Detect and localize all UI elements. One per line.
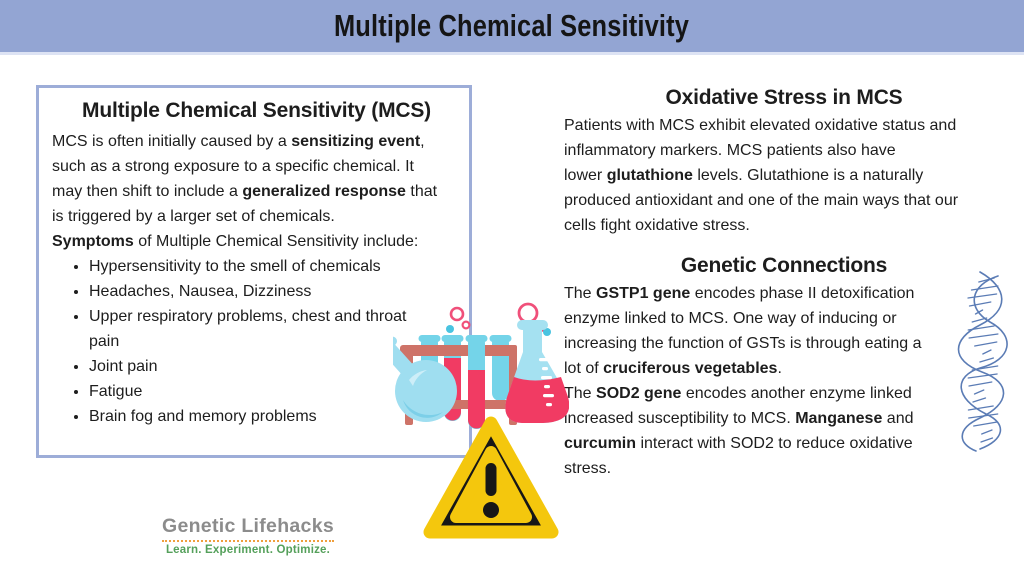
genetic-lifehacks-logo: Genetic Lifehacks Learn. Experiment. Opt… <box>160 515 336 556</box>
page-title: Multiple Chemical Sensitivity <box>334 8 690 43</box>
erlenmeyer-flask <box>505 320 569 423</box>
test-tube-front <box>465 335 488 429</box>
right-column: Oxidative Stress in MCS Patients with MC… <box>564 86 1004 481</box>
mcs-overview-box: Multiple Chemical Sensitivity (MCS) MCS … <box>36 85 472 458</box>
oxidative-heading: Oxidative Stress in MCS <box>665 86 903 109</box>
symptoms-list: Hypersensitivity to the smell of chemica… <box>52 254 461 429</box>
exclamation-mark <box>483 463 499 518</box>
list-item: Fatigue <box>89 379 461 404</box>
mcs-intro-paragraph: MCS is often initially caused by a sensi… <box>52 133 438 225</box>
list-item: Joint pain <box>89 354 461 379</box>
genetic-paragraph-1: The GSTP1 gene encodes phase II detoxifi… <box>564 285 922 377</box>
logo-name: Genetic Lifehacks <box>161 515 334 542</box>
list-item: Hypersensitivity to the smell of chemica… <box>89 254 461 279</box>
mcs-box-heading: Multiple Chemical Sensitivity (MCS) <box>82 99 431 122</box>
list-item: Headaches, Nausea, Dizziness <box>89 279 461 304</box>
list-item: Upper respiratory problems, chest and th… <box>89 304 461 354</box>
genetic-heading: Genetic Connections <box>680 254 888 277</box>
logo-tagline: Learn. Experiment. Optimize. <box>165 544 331 556</box>
oxidative-paragraph: Patients with MCS exhibit elevated oxida… <box>564 117 959 234</box>
warning-triangle-icon <box>423 416 559 539</box>
chemistry-flasks-icon <box>393 302 569 429</box>
dna-helix-icon <box>957 271 1008 452</box>
list-item: Brain fog and memory problems <box>89 404 461 429</box>
round-flask <box>393 336 457 422</box>
title-banner: Multiple Chemical Sensitivity <box>0 0 1024 55</box>
symptoms-lead: Symptoms of Multiple Chemical Sensitivit… <box>52 233 419 250</box>
genetic-paragraph-2: The SOD2 gene encodes another enzyme lin… <box>564 385 914 477</box>
